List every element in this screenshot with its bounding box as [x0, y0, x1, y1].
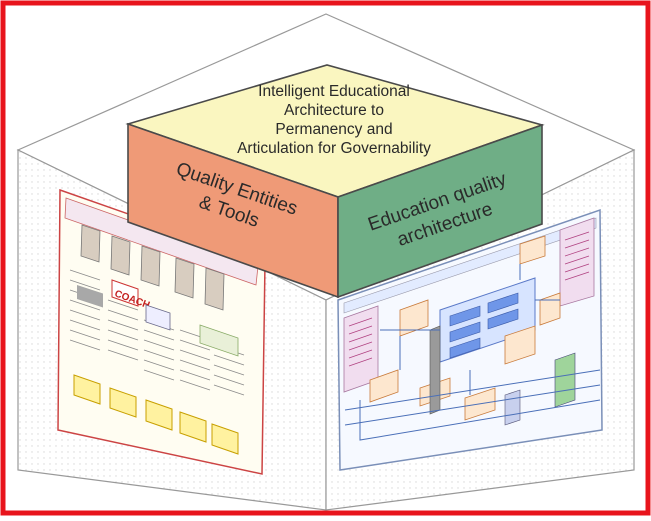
top-face-label: Intelligent Educational Architecture to …	[237, 83, 431, 157]
left-document-panel: COACH	[57, 188, 266, 475]
top-label-line-2: Architecture to	[284, 102, 384, 119]
right-flowchart-panel	[337, 208, 603, 471]
top-label-line-4: Articulation for Governability	[237, 140, 431, 157]
top-label-line-1: Intelligent Educational	[258, 83, 410, 100]
top-label-line-3: Permanency and	[275, 121, 392, 138]
block-right-face	[337, 123, 543, 299]
